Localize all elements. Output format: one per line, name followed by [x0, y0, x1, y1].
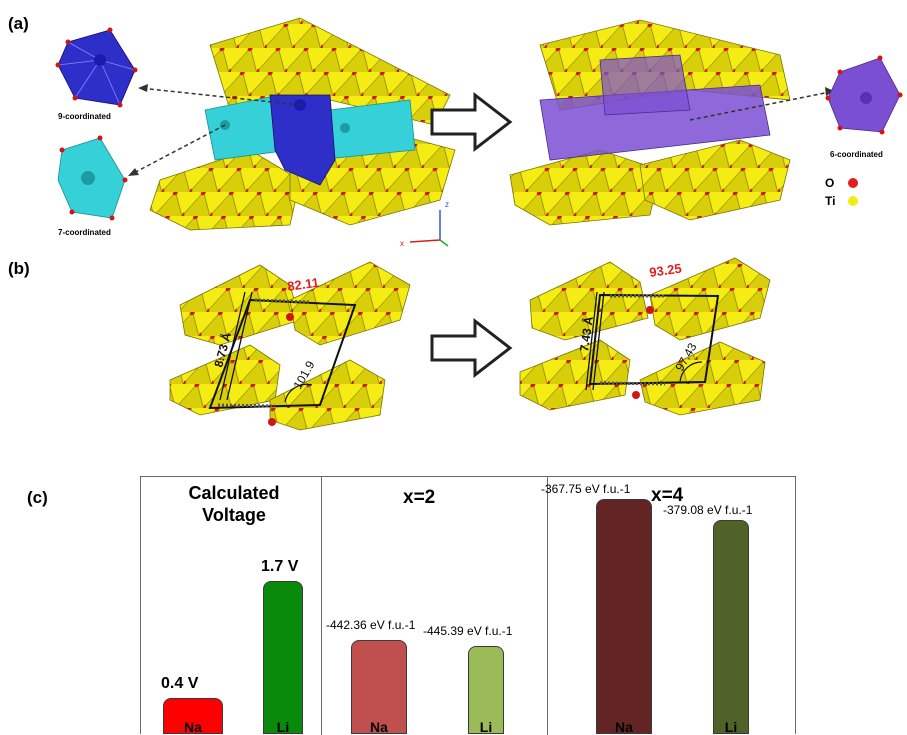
legend-o-dot — [848, 178, 858, 188]
right-red-angle: 93.25 — [648, 261, 682, 280]
legend-ti-label: Ti — [825, 194, 836, 208]
bar-category-label: Li — [276, 719, 290, 735]
left-structure-a — [149, 17, 456, 247]
left-red-angle: 82.11 — [286, 275, 320, 294]
bar-value-label: -367.75 eV f.u.-1 — [541, 481, 631, 496]
bar-0-li: Li — [263, 581, 303, 735]
chart-title-x2: x=2 — [403, 487, 436, 508]
bar-1-li: Li — [468, 646, 504, 735]
bar-2-na: Na — [596, 498, 652, 735]
axis-z-label: z — [445, 200, 449, 209]
bar-0-na: Na — [163, 698, 223, 735]
right-structure-b — [519, 257, 771, 416]
panel-a-label: (a) — [8, 14, 29, 33]
label-7-coordinated: 7-coordinated — [58, 228, 111, 237]
panel-b-label: (b) — [8, 259, 30, 278]
bar-category-label: Na — [615, 719, 633, 735]
bar-category-label: Li — [724, 719, 738, 735]
nine-coordinated-polyhedron — [55, 27, 138, 108]
bar-1-na: Na — [351, 640, 407, 735]
panel-c-label: (c) — [27, 488, 48, 507]
bar-category-label: Na — [370, 719, 388, 735]
axis-x-label: x — [400, 239, 404, 248]
legend-ti-dot — [848, 196, 858, 206]
bar-2-li: Li — [713, 520, 749, 735]
bar-chart-frame: Calculated Voltage x=2 x=4 Na 0.4 V Li 1.7 … — [140, 476, 796, 735]
bar-category-label: Li — [479, 719, 493, 735]
chart-divider-1 — [321, 477, 322, 735]
bar-value-label: -445.39 eV f.u.-1 — [423, 624, 513, 639]
left-structure-b — [169, 261, 411, 431]
bar-value-label: 1.7 V — [261, 558, 299, 575]
bar-value-label: -379.08 eV f.u.-1 — [663, 503, 753, 518]
right-distance: 7.43 Å — [576, 315, 596, 352]
six-coordinated-polyhedron — [825, 55, 903, 135]
bar-value-label: -442.36 eV f.u.-1 — [326, 618, 416, 633]
seven-coordinated-polyhedron — [57, 135, 128, 221]
chart-divider-2 — [547, 477, 548, 735]
label-6-coordinated: 6-coordinated — [830, 150, 883, 159]
bar-value-label: 0.4 V — [161, 675, 199, 692]
chart-title-voltage: Calculated Voltage — [188, 483, 280, 525]
structure-illustration: z x — [55, 17, 903, 431]
legend-o-label: O — [825, 176, 835, 190]
chart-title-x4: x=4 — [651, 485, 684, 506]
right-structure-a — [509, 19, 791, 226]
bar-category-label: Na — [184, 719, 202, 735]
label-9-coordinated: 9-coordinated — [58, 112, 111, 121]
